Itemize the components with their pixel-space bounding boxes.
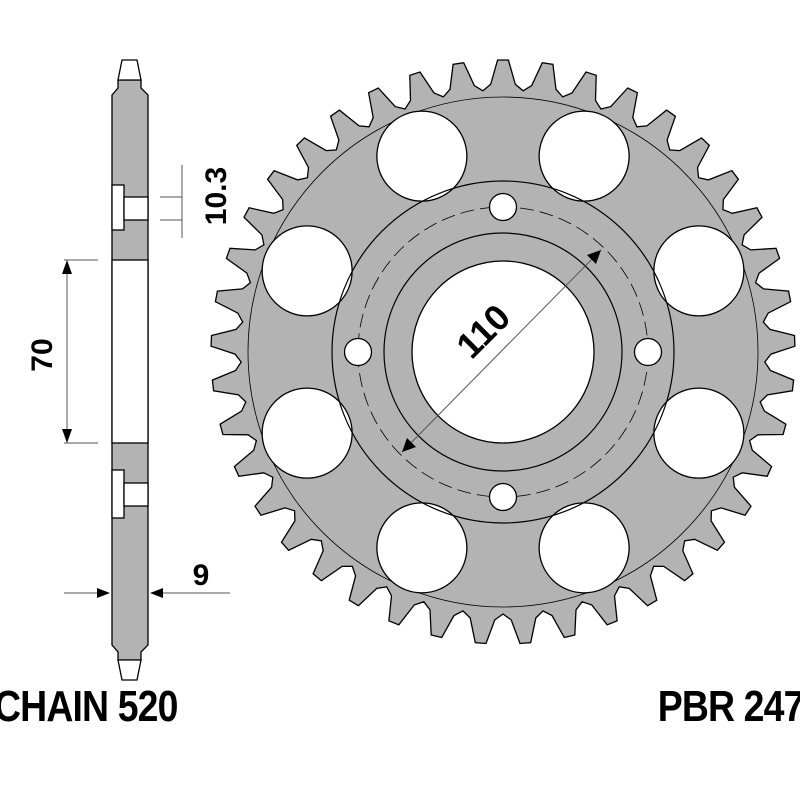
lightening-hole	[376, 110, 468, 202]
center-bore	[411, 260, 595, 444]
bolt-hole	[343, 337, 373, 367]
dimension-10-3	[160, 165, 183, 238]
lightening-hole	[538, 502, 630, 594]
lightening-hole	[376, 502, 468, 594]
part-number: PBR 247	[658, 682, 800, 731]
lightening-hole	[538, 110, 630, 202]
lightening-holes	[261, 110, 745, 594]
dimension-70-label: 70	[26, 338, 59, 371]
chain-label: CHAIN 520	[0, 682, 178, 731]
lightening-hole	[261, 387, 353, 479]
front-view: 110	[210, 59, 796, 645]
lightening-hole	[653, 387, 745, 479]
dimension-10-3-label: 10.3	[200, 167, 233, 225]
side-view	[111, 59, 149, 681]
lightening-hole	[261, 225, 353, 317]
lightening-hole	[653, 225, 745, 317]
bolt-hole	[633, 337, 663, 367]
bolt-holes	[343, 192, 663, 512]
dimension-9-label: 9	[193, 559, 210, 592]
dimension-70	[64, 259, 98, 444]
bolt-hole	[488, 482, 518, 512]
bolt-hole	[488, 192, 518, 222]
